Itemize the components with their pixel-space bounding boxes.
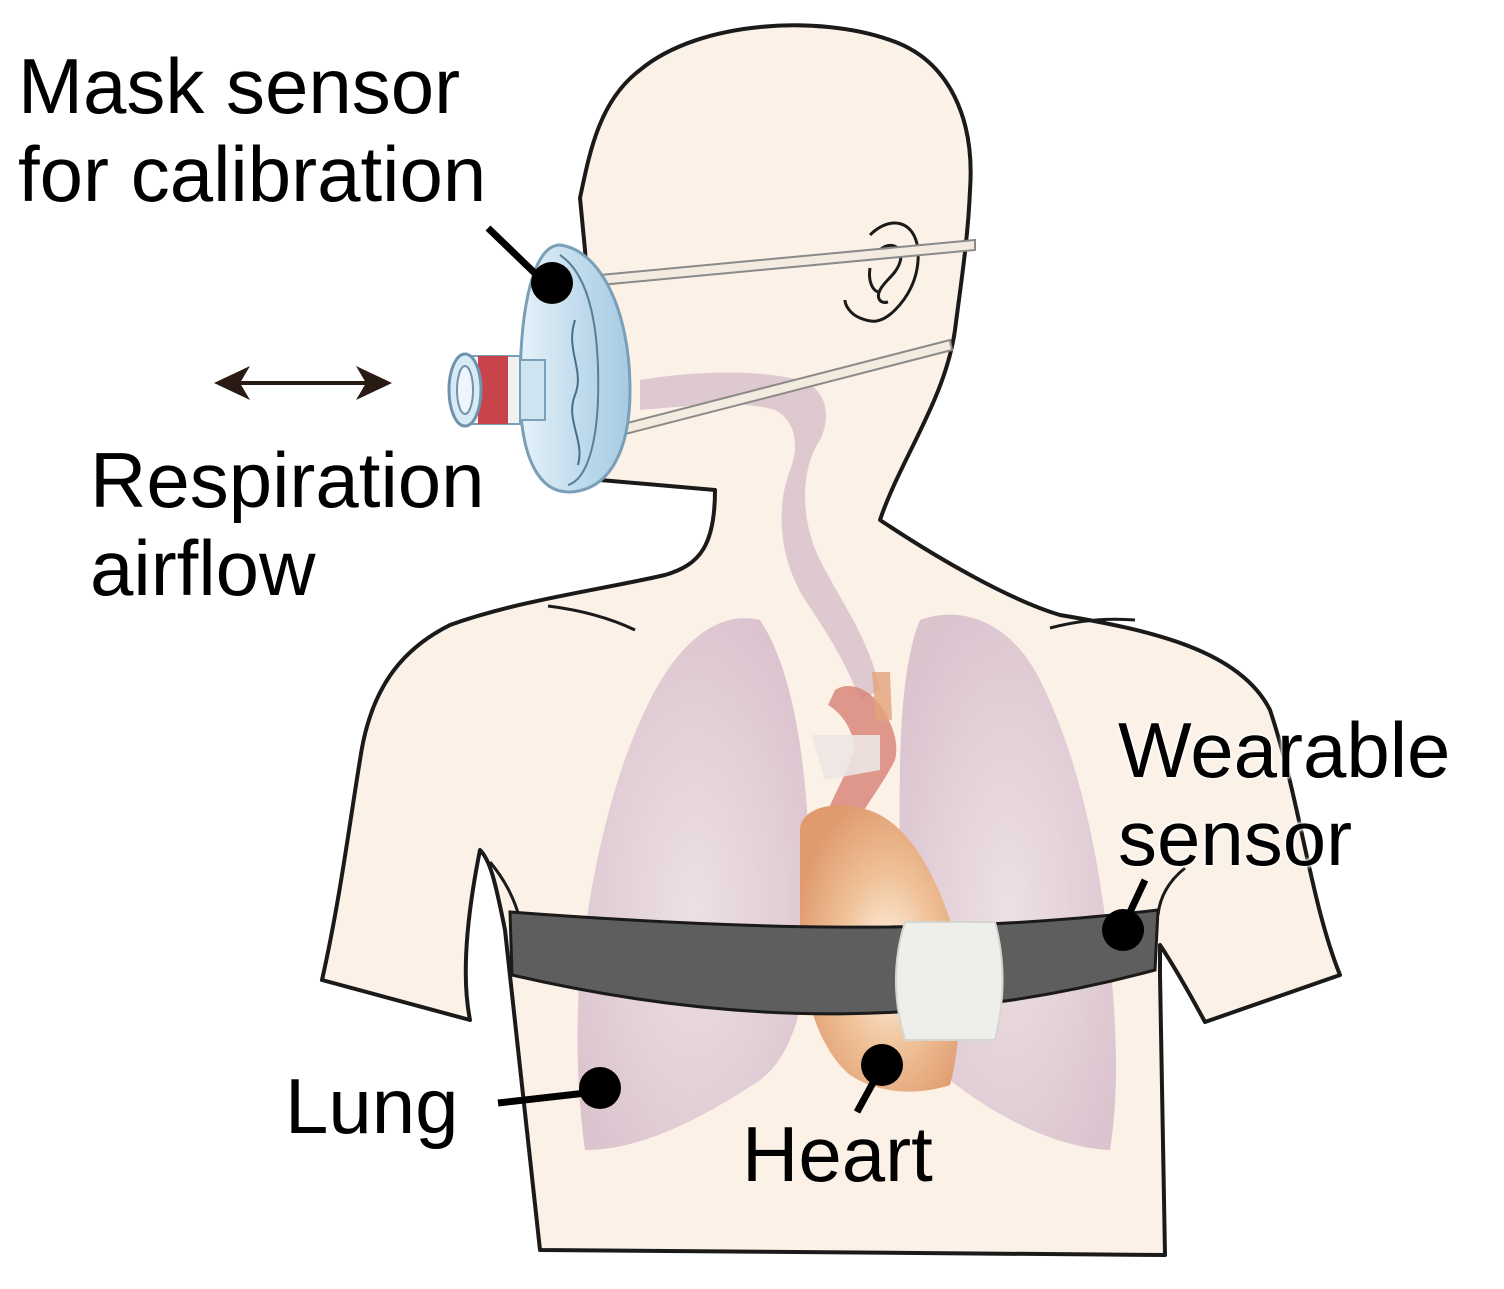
- label-mask-sensor: Mask sensor for calibration: [18, 42, 486, 218]
- label-lung: Lung: [285, 1062, 459, 1150]
- label-wearable-sensor: Wearable sensor: [1118, 706, 1450, 882]
- mask-sensor: [447, 243, 632, 494]
- label-wearable-line2: sensor: [1118, 794, 1353, 882]
- marker-mask: [531, 262, 573, 304]
- leader-lung: [497, 1088, 596, 1107]
- label-wearable-line1: Wearable: [1118, 706, 1451, 794]
- double-arrow-icon: [214, 366, 392, 400]
- vena-cava: [812, 735, 880, 780]
- trachea: [640, 372, 880, 700]
- marker-heart: [861, 1044, 903, 1086]
- wearable-sensor-pad: [895, 921, 1004, 1041]
- label-respiration: Respiration airflow: [90, 436, 485, 612]
- marker-wearable: [1102, 909, 1144, 951]
- ear-icon: [843, 221, 920, 323]
- marker-lung: [579, 1067, 621, 1109]
- label-heart: Heart: [742, 1110, 933, 1198]
- label-respiration-line2: airflow: [90, 524, 316, 612]
- label-mask-sensor-line2: for calibration: [18, 130, 487, 218]
- label-respiration-line1: Respiration: [90, 436, 485, 524]
- vessel-branch: [872, 672, 892, 722]
- label-mask-sensor-line1: Mask sensor: [18, 42, 461, 130]
- shoulder-line-left: [547, 604, 636, 632]
- shoulder-line-right: [1049, 617, 1136, 630]
- lung-left: [577, 618, 810, 1150]
